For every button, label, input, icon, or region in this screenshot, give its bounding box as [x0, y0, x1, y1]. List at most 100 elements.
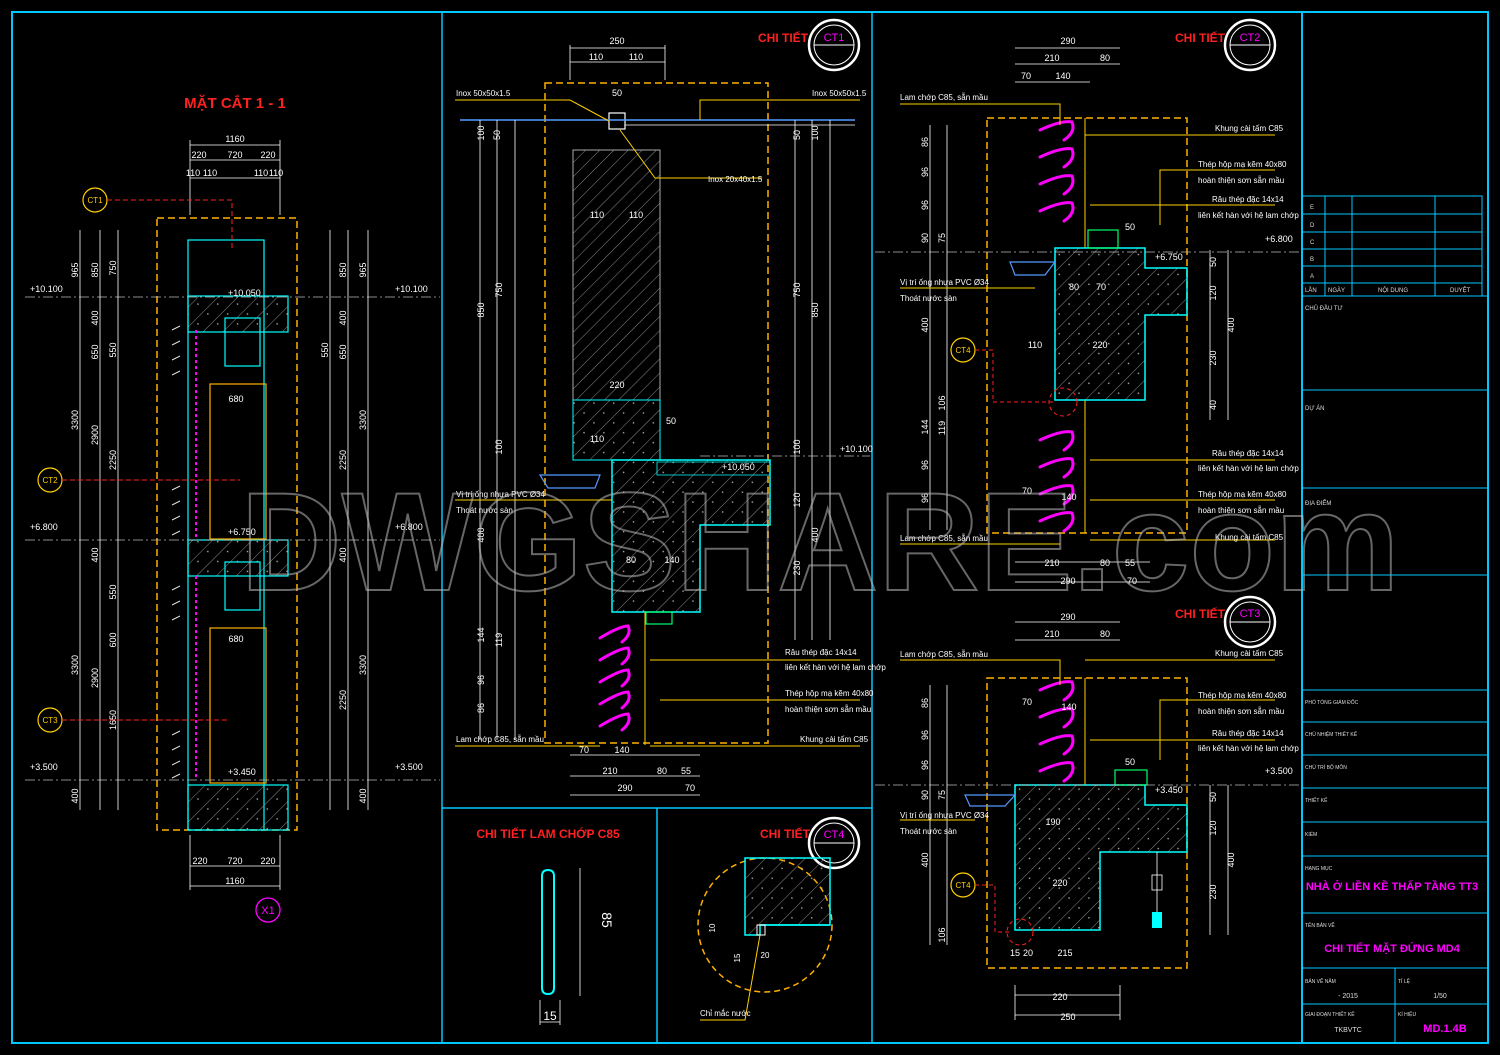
ct1-left-750: 750 — [494, 282, 504, 297]
ct3-left-96a: 96 — [920, 730, 930, 740]
ct1-label-steel-box: Thép hộp mạ kẽm 40x80 — [785, 689, 874, 698]
s1-level-10100-left: +10.100 — [30, 284, 63, 294]
ct1-right-50: 50 — [792, 130, 802, 140]
s1-left-400: 400 — [90, 310, 100, 325]
watermark: DWGSHARE.com — [241, 463, 1400, 620]
ct2-bot-290: 290 — [1060, 576, 1075, 586]
ct1-label-steel-bar: Râu thép đặc 14x14 — [785, 648, 857, 657]
ct1-right-400: 400 — [810, 527, 820, 542]
ct1-inner-220: 220 — [609, 380, 624, 390]
s1-right-400c: 400 — [358, 788, 368, 803]
ct2-label-steelbox-finish-bot: hoàn thiện sơn sẵn mầu — [1198, 506, 1284, 515]
s1-callout-ct3: CT3 — [42, 716, 58, 725]
s1-left-2900a: 2900 — [90, 425, 100, 445]
ct3-right-120: 120 — [1208, 820, 1218, 835]
ct3-inner-140: 140 — [1061, 702, 1076, 712]
ct2-label-bar-bot: Râu thép đặc 14x14 — [1212, 449, 1284, 458]
ct2-left-119: 119 — [937, 421, 947, 435]
ct3-top-80: 80 — [1100, 629, 1110, 639]
ct2-tag: CT2 — [1240, 32, 1261, 44]
ct2-inner-50: 50 — [1125, 222, 1135, 232]
tb-location: ĐỊA ĐIỂM — [1305, 500, 1331, 507]
ct2-label-frame-top: Khung cài tấm C85 — [1215, 124, 1284, 133]
tb-checker: KIỂM — [1305, 831, 1317, 838]
ct2-left-75: 75 — [937, 233, 947, 243]
detail-ct1: CHI TIẾT CT1 250 110 110 50 — [455, 18, 886, 796]
ct1-top-110b: 110 — [629, 52, 643, 62]
tb-drawing-value: CHI TIẾT MẶT ĐỨNG MD4 — [1324, 942, 1461, 955]
ct1-right-230: 230 — [792, 560, 802, 575]
title-block-text: E D C B A LẦN NGÀY NỘI DUNG DUYỆT CHỦ ĐẦ… — [1305, 205, 1471, 1018]
ct1-inner-80: 80 — [626, 555, 636, 565]
ct1-left-86: 86 — [476, 703, 486, 713]
s1-inner-680b: 680 — [228, 634, 243, 644]
ct1-label-pvc: Vị trí ống nhựa PVC Ø34 — [456, 490, 546, 499]
ct1-bot-290: 290 — [617, 783, 632, 793]
ct4-title: CHI TIẾT — [760, 826, 811, 841]
tb-phase-value: TKBVTC — [1334, 1027, 1362, 1034]
tb-project: DỰ ÁN — [1305, 405, 1324, 412]
ct2-inner-80: 80 — [1069, 282, 1079, 292]
s1-left-650: 650 — [90, 344, 100, 359]
ct3-label-steelbox-finish: hoàn thiện sơn sẵn mầu — [1198, 707, 1284, 716]
ct3-label-louver: Lam chớp C85, sẵn mầu — [900, 650, 988, 659]
ct3-inner-50: 50 — [1125, 757, 1135, 767]
tb-phase-label: GIAI ĐOẠN THIẾT KẾ — [1305, 1011, 1355, 1018]
ct4-dim-20: 20 — [761, 951, 770, 960]
s1-dim-total: 1160 — [225, 134, 244, 144]
ct2-title: CHI TIẾT — [1175, 30, 1226, 45]
s1-right-2250b: 2250 — [338, 690, 348, 710]
s1-left-400b: 400 — [90, 547, 100, 562]
s1-left-2900b: 2900 — [90, 668, 100, 688]
s1-left-550: 550 — [108, 342, 118, 357]
ct2-inner-70: 70 — [1096, 282, 1106, 292]
ct2-level-6750: +6.750 — [1155, 252, 1183, 262]
s1-right-400: 400 — [338, 310, 348, 325]
ct2-left-86: 86 — [920, 137, 930, 147]
detail-ct2: CHI TIẾT CT2 290 210 80 70 140 — [875, 18, 1300, 586]
ct2-right-50: 50 — [1208, 257, 1218, 267]
ct3-left-90: 90 — [920, 790, 930, 800]
ct3-right-230: 230 — [1208, 884, 1218, 899]
ct1-bot-70: 70 — [579, 745, 589, 755]
ct1-bot-140: 140 — [614, 745, 629, 755]
ct3-label-pvc: Vị trí ống nhựa PVC Ø34 — [900, 811, 990, 820]
ct2-bot-80: 80 — [1100, 558, 1110, 568]
ct3-label-steelbox: Thép hộp mạ kẽm 40x80 — [1198, 691, 1287, 700]
ct3-label-frame: Khung cài tấm C85 — [1215, 649, 1284, 658]
ct1-inner-50: 50 — [666, 416, 676, 426]
ct1-label-inox-right: Inox 50x50x1.5 — [812, 89, 867, 98]
sheet-frame — [11, 11, 1489, 1044]
ct2-inner-140: 140 — [1061, 492, 1076, 502]
ct2-top-70: 70 — [1021, 71, 1031, 81]
s1-left-2250a: 2250 — [108, 450, 118, 470]
ct1-top-50: 50 — [612, 88, 622, 98]
ct3-label-drain: Thoát nước sàn — [900, 827, 957, 836]
ct3-tag: CT3 — [1240, 608, 1261, 620]
s1-dim-220a: 220 — [191, 150, 206, 160]
s1-level-6750: +6.750 — [228, 527, 256, 537]
ct2-left-106: 106 — [937, 395, 947, 410]
tb-scale-label: TỈ LỆ — [1398, 977, 1411, 985]
s1-level-10050: +10.050 — [228, 288, 261, 298]
tb-rev-e: E — [1310, 205, 1314, 211]
ct2-label-louver-bot: Lam chớp C85, sẵn mầu — [900, 534, 988, 543]
ct1-left-100: 100 — [476, 125, 486, 140]
ct2-right-120: 120 — [1208, 285, 1218, 300]
ct2-right-400: 400 — [1226, 317, 1236, 332]
ct2-inner-220: 220 — [1092, 340, 1107, 350]
s1-callout-ct1: CT1 — [87, 196, 103, 205]
ct1-inner-140: 140 — [664, 555, 679, 565]
ct1-label-steel-box-finish: hoàn thiện sơn sẵn mầu — [785, 705, 871, 714]
tb-sheet-label: KÍ HIỆU — [1398, 1010, 1416, 1018]
ct1-left-400: 400 — [476, 527, 486, 542]
s1-left-3300b: 3300 — [70, 655, 80, 675]
s1-level-3500-right: +3.500 — [395, 762, 423, 772]
s1-dim-110a: 110 — [186, 168, 200, 178]
tb-rev-b: B — [1310, 257, 1314, 263]
ct3-bot-220: 220 — [1052, 992, 1067, 1002]
s1-dim-720: 720 — [227, 150, 242, 160]
ct1-inner-110b: 110 — [629, 210, 643, 220]
ct1-top-250: 250 — [609, 36, 624, 46]
